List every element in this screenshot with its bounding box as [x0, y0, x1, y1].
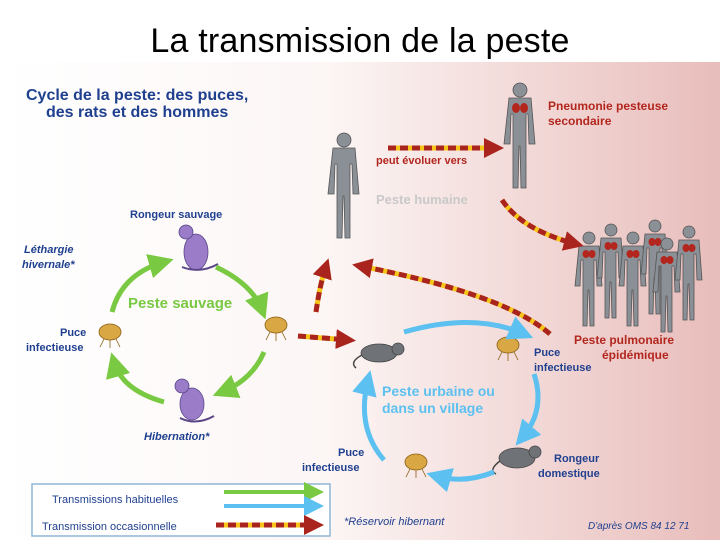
- lethargy-label-line1: Léthargie: [24, 244, 74, 256]
- flea-bottom-label-line1: Puce: [338, 447, 364, 459]
- footnote-reservoir: *Réservoir hibernant: [344, 516, 445, 528]
- source-credit: D'après OMS 84 12 71: [588, 521, 689, 532]
- urban-plague-label-line2: dans un village: [382, 400, 483, 416]
- pneumonia-label-line1: Pneumonie pesteuse: [548, 99, 668, 113]
- wild-rodent-label: Rongeur sauvage: [130, 209, 222, 221]
- pneumonia-label-line2: secondaire: [548, 114, 612, 128]
- domestic-rodent-label-line1: Rongeur: [554, 453, 600, 465]
- human-plague-label: Peste humaine: [376, 192, 468, 207]
- legend-usual-label: Transmissions habituelles: [52, 494, 179, 506]
- domestic-rodent-label-line2: domestique: [538, 468, 600, 480]
- legend-box: Transmissions habituelles Transmission o…: [32, 484, 330, 536]
- flea-right-label-line2: infectieuse: [534, 362, 591, 374]
- flea-bottom-label-line2: infectieuse: [302, 462, 359, 474]
- pulmonary-label-line2: épidémique: [602, 348, 669, 362]
- urban-plague-label-line1: Peste urbaine ou: [382, 383, 495, 399]
- flea-left-label-line1: Puce: [60, 327, 86, 339]
- pulmonary-label-line1: Peste pulmonaire: [574, 333, 674, 347]
- hibernation-label: Hibernation*: [144, 431, 210, 443]
- lethargy-label-line2: hivernale*: [22, 259, 75, 271]
- flea-left-label-line2: infectieuse: [26, 342, 83, 354]
- wild-plague-label: Peste sauvage: [128, 295, 232, 312]
- plague-cycle-figure: Cycle de la peste: des puces, des rats e…: [4, 62, 720, 540]
- legend-occasional-label: Transmission occasionnelle: [42, 521, 177, 533]
- can-evolve-label: peut évoluer vers: [376, 155, 467, 167]
- figure-heading-line1: Cycle de la peste: des puces,: [26, 87, 248, 104]
- slide-title: La transmission de la peste: [0, 22, 720, 61]
- flea-right-label-line1: Puce: [534, 347, 560, 359]
- figure-heading-line2: des rats et des hommes: [46, 104, 228, 121]
